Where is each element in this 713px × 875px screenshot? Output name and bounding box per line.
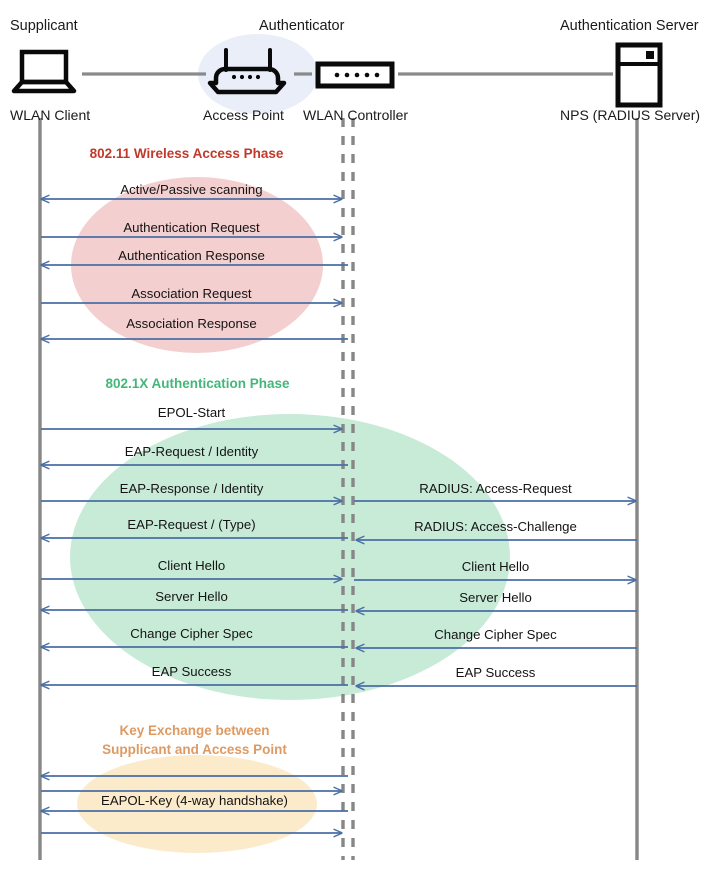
device-label-access-point: Access Point xyxy=(203,107,284,123)
access-point-icon xyxy=(207,48,287,95)
message-label-association-request: Association Request xyxy=(131,286,252,301)
phase-key-exchange-ellipse xyxy=(77,755,317,853)
message-label-association-response: Association Response xyxy=(126,316,257,331)
server-icon xyxy=(615,42,663,108)
phase-title-key-exchange-line1: Key Exchange between xyxy=(119,723,270,738)
message-arrows-802-1x-right xyxy=(354,501,637,686)
message-label-authentication-response: Authentication Response xyxy=(118,248,265,263)
message-label-eap-request-identity: EAP-Request / Identity xyxy=(124,444,259,459)
device-label-wlan-controller: WLAN Controller xyxy=(303,107,409,123)
laptop-icon xyxy=(11,49,77,94)
message-label-eap-success-right: EAP Success xyxy=(455,665,536,680)
message-label-radius-access-request: RADIUS: Access-Request xyxy=(419,481,572,496)
message-label-client-hello-right: Client Hello xyxy=(461,559,530,574)
role-label-authenticator: Authenticator xyxy=(259,18,345,34)
message-label-change-cipher-spec-left: Change Cipher Spec xyxy=(130,626,253,641)
message-label-server-hello-left: Server Hello xyxy=(155,589,228,604)
message-label-eapol-key-handshake: EAPOL-Key (4-way handshake) xyxy=(101,793,288,808)
message-label-authentication-request: Authentication Request xyxy=(123,220,260,235)
message-label-eap-success-left: EAP Success xyxy=(151,664,232,679)
phase-title-key-exchange-line2: Supplicant and Access Point xyxy=(102,742,287,757)
message-label-eap-response-identity: EAP-Response / Identity xyxy=(119,481,264,496)
message-label-radius-access-challenge: RADIUS: Access-Challenge xyxy=(414,519,577,534)
message-label-active-passive-scanning: Active/Passive scanning xyxy=(120,182,263,197)
message-label-change-cipher-spec-right: Change Cipher Spec xyxy=(434,627,557,642)
message-label-eap-request-type: EAP-Request / (Type) xyxy=(127,517,256,532)
message-label-epol-start: EPOL-Start xyxy=(157,405,226,420)
message-arrows-key-exchange xyxy=(41,776,348,833)
message-label-client-hello-left: Client Hello xyxy=(157,558,226,573)
device-label-wlan-client: WLAN Client xyxy=(10,107,91,123)
device-label-nps-radius-server: NPS (RADIUS Server) xyxy=(560,107,701,123)
wlan-controller-icon xyxy=(315,61,395,89)
role-label-supplicant: Supplicant xyxy=(10,18,78,34)
message-arrows-802-11 xyxy=(41,199,348,339)
role-label-authentication-server: Authentication Server xyxy=(560,18,699,34)
phase-802-1x-ellipse xyxy=(70,414,510,700)
phase-title-802-1x: 802.1X Authentication Phase xyxy=(105,376,290,391)
phase-title-802-11: 802.11 Wireless Access Phase xyxy=(89,146,284,161)
message-label-server-hello-right: Server Hello xyxy=(459,590,532,605)
message-arrows-802-1x-left xyxy=(41,429,348,685)
